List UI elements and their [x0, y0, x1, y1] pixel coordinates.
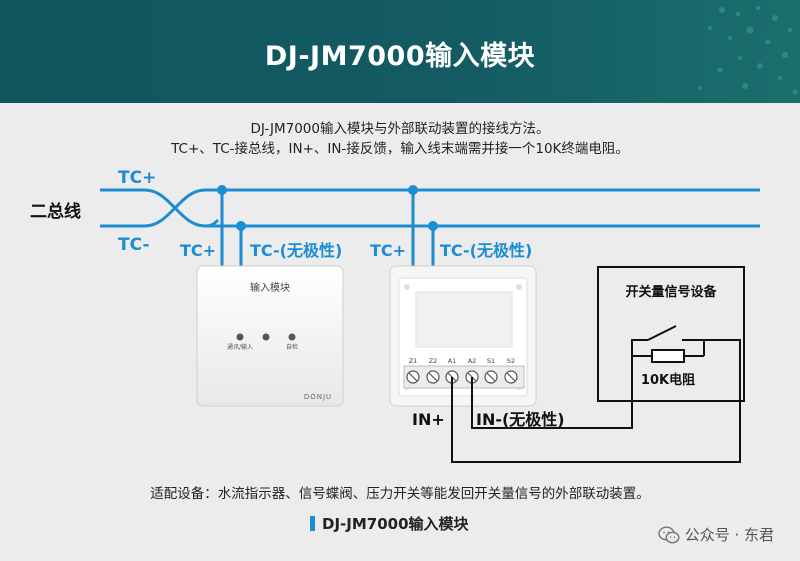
terminal-label-z1: Z1	[409, 357, 418, 365]
resistor-label: 10K电阻	[641, 372, 695, 388]
figure-caption: DJ-JM7000输入模块	[310, 513, 469, 534]
external-device-title: 开关量信号设备	[625, 284, 717, 300]
caption-text: DJ-JM7000输入模块	[322, 515, 469, 533]
bus-tc-minus-label: TC-	[118, 235, 150, 255]
bus-junctions	[217, 185, 438, 231]
description-line-2: TC+、TC-接总线，IN+、IN-接反馈，输入线末端需并接一个10K终端电阻。	[171, 141, 629, 157]
bus-wire-tc-plus	[100, 188, 220, 228]
bus-wire-tc-minus	[100, 188, 760, 228]
page-title: DJ-JM7000输入模块	[264, 41, 536, 72]
external-device: 开关量信号设备 10K电阻	[597, 266, 745, 402]
in-minus-label: IN-(无极性)	[476, 410, 565, 429]
led-comm-input	[236, 333, 244, 341]
front-tc-minus-label: TC-(无极性)	[250, 241, 342, 260]
bus-wires	[100, 188, 760, 228]
compatible-devices-note: 适配设备：水流指示器、信号蝶阀、压力开关等能发回开关量信号的外部联动装置。	[150, 486, 650, 502]
terminal-label-s1: S1	[487, 357, 495, 365]
terminal-label-z2: Z2	[429, 357, 438, 365]
module-back: Z1 Z2 A1 A2 S1 S2	[389, 265, 537, 407]
bus-label: 二总线	[30, 201, 81, 222]
decorative-dots	[698, 6, 798, 95]
watermark: 公众号 · 东君	[657, 524, 774, 545]
module-brand: DONJU	[304, 393, 332, 401]
front-module-drops	[220, 190, 243, 268]
front-tc-plus-label: TC+	[180, 241, 216, 260]
led-middle	[262, 333, 270, 341]
terminal-label-s2: S2	[507, 357, 515, 365]
resistor-symbol	[651, 349, 685, 363]
watermark-text: 公众号 · 东君	[684, 526, 774, 544]
header-banner: DJ-JM7000输入模块	[0, 0, 800, 103]
in-plus-wire	[451, 339, 741, 463]
back-tc-plus-label: TC+	[370, 241, 406, 260]
module-front-title: 输入模块	[250, 281, 290, 294]
switch-symbol	[631, 325, 705, 357]
led-label-comm: 通讯/输入	[227, 343, 253, 351]
wechat-icon	[657, 526, 680, 544]
back-tc-minus-label: TC-(无极性)	[440, 241, 532, 260]
terminal-labels: Z1 Z2 A1 A2 S1 S2	[409, 357, 515, 365]
led-label-self-test: 自检	[286, 343, 298, 351]
module-front: 输入模块 通讯/输入 自检 DONJU	[196, 265, 344, 407]
caption-accent-bar	[310, 516, 315, 531]
description-line-1: DJ-JM7000输入模块与外部联动装置的接线方法。	[250, 121, 550, 137]
terminal-label-a1: A1	[448, 357, 457, 365]
led-self-test	[288, 333, 296, 341]
bus-tc-plus-label: TC+	[118, 168, 156, 188]
in-plus-label: IN+	[412, 410, 445, 429]
terminal-label-a2: A2	[468, 357, 477, 365]
